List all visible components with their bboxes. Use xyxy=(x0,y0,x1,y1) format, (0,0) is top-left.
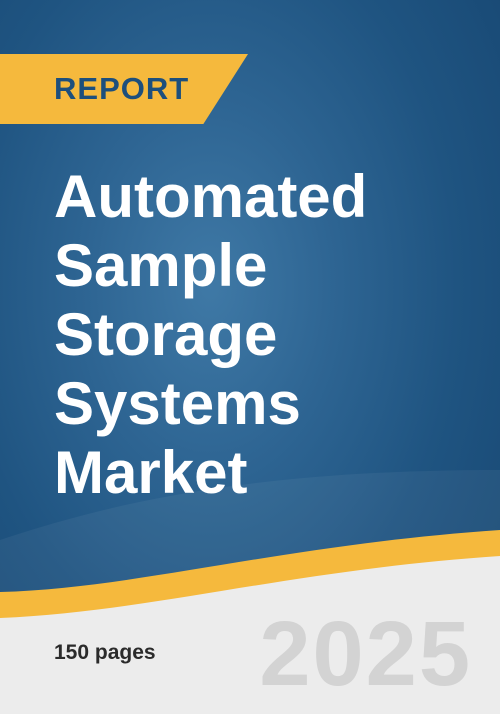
title-line: Market xyxy=(54,439,248,506)
report-banner xyxy=(0,54,248,124)
title-line: Sample xyxy=(54,232,268,299)
report-year: 2025 xyxy=(259,603,472,705)
title-line: Storage xyxy=(54,301,278,368)
report-label: REPORT xyxy=(54,71,190,106)
footer-band xyxy=(0,556,500,714)
title-line: Automated xyxy=(54,163,368,230)
title-line: Systems xyxy=(54,370,301,437)
report-title: Automated Sample Storage Systems Market xyxy=(54,162,474,507)
page-count: 150 pages xyxy=(54,641,156,664)
